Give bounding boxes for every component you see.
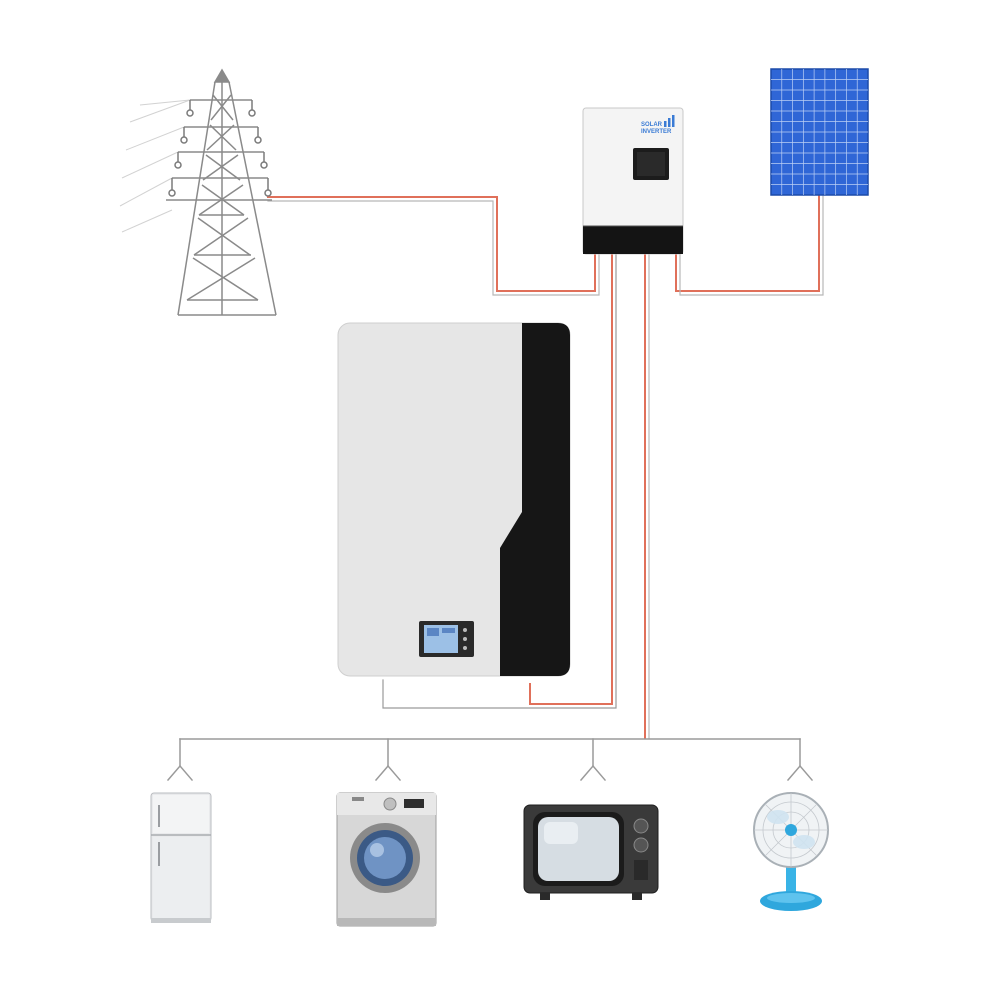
- plug-fork: [374, 764, 402, 782]
- inverter-logo-icon: [664, 115, 675, 127]
- washing-machine-icon: [336, 792, 437, 927]
- grid-wire: [267, 196, 596, 292]
- battery-icon: [337, 322, 571, 677]
- solar-inverter-icon: SOLAR INVERTER: [582, 107, 684, 255]
- fan-icon: [753, 792, 829, 911]
- battery-display: [419, 621, 474, 657]
- plug-fork: [579, 764, 607, 782]
- television-icon: [523, 804, 659, 900]
- power-tower-icon: [119, 68, 277, 316]
- plug-fork: [166, 764, 194, 782]
- wires: [166, 194, 824, 782]
- solar-wire: [675, 194, 820, 292]
- battery-wire: [529, 254, 613, 705]
- solar-panel-icon: [770, 68, 869, 196]
- inverter-brand-line2: INVERTER: [641, 129, 672, 135]
- plug-fork: [786, 764, 814, 782]
- battery-side-panel: [500, 323, 570, 676]
- refrigerator-icon: [150, 792, 212, 923]
- inverter-brand-line1: SOLAR: [641, 122, 663, 128]
